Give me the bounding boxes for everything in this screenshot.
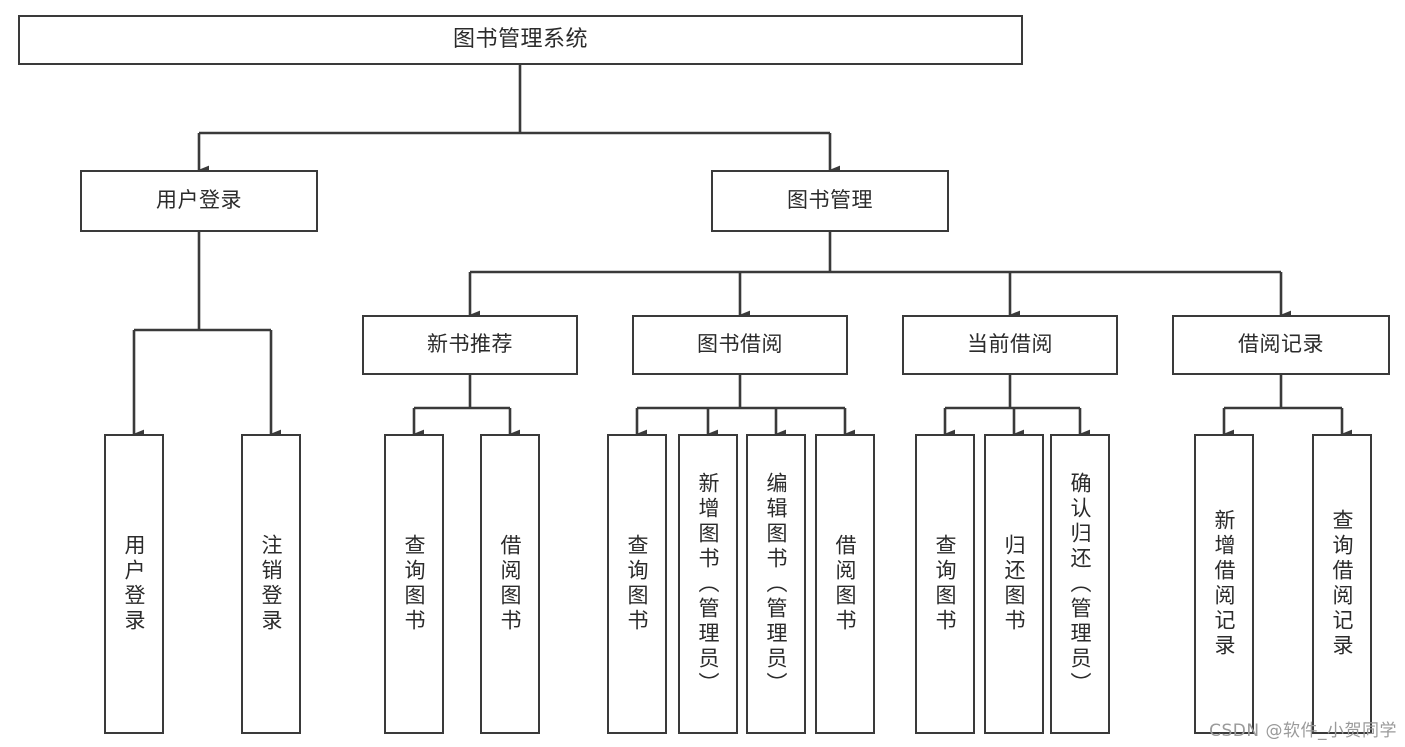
leaf-book-borrow-query[interactable]: 查询图书 [607,434,667,734]
leaf-user-login-login[interactable]: 用户登录 [104,434,164,734]
node-book-borrow[interactable]: 图书借阅 [632,315,848,375]
node-label: 用户登录 [122,534,147,634]
node-label: 借阅记录 [1238,332,1324,357]
leaf-borrow-record-add[interactable]: 新增借阅记录 [1194,434,1254,734]
node-label: 查询借阅记录 [1330,509,1355,659]
node-book-management[interactable]: 图书管理 [711,170,949,232]
node-new-book-recommend[interactable]: 新书推荐 [362,315,578,375]
leaf-current-borrow-query[interactable]: 查询图书 [915,434,975,734]
node-label: 新书推荐 [427,332,513,357]
node-user-login[interactable]: 用户登录 [80,170,318,232]
node-current-borrow[interactable]: 当前借阅 [902,315,1118,375]
node-label: 注销登录 [259,534,284,634]
node-label: 借阅图书 [833,534,858,634]
node-label: 借阅图书 [498,534,523,634]
node-label: 新增借阅记录 [1212,509,1237,659]
node-label: 图书借阅 [697,332,783,357]
leaf-book-borrow-borrow[interactable]: 借阅图书 [815,434,875,734]
node-label: 当前借阅 [967,332,1053,357]
node-label: 图书管理 [787,188,873,213]
leaf-user-login-logout[interactable]: 注销登录 [241,434,301,734]
node-label: 确认归还（管理员） [1068,471,1093,697]
leaf-new-book-borrow[interactable]: 借阅图书 [480,434,540,734]
node-label: 查询图书 [402,534,427,634]
node-label: 图书管理系统 [452,26,588,52]
node-label: 查询图书 [625,534,650,634]
node-label: 新增图书（管理员） [696,471,721,697]
node-label: 查询图书 [933,534,958,634]
node-label: 归还图书 [1002,534,1027,634]
leaf-current-borrow-return[interactable]: 归还图书 [984,434,1044,734]
node-root-system[interactable]: 图书管理系统 [18,15,1023,65]
leaf-borrow-record-query[interactable]: 查询借阅记录 [1312,434,1372,734]
leaf-book-borrow-add[interactable]: 新增图书（管理员） [678,434,738,734]
node-borrow-record[interactable]: 借阅记录 [1172,315,1390,375]
leaf-current-borrow-confirm-return[interactable]: 确认归还（管理员） [1050,434,1110,734]
node-label: 用户登录 [156,188,242,213]
leaf-book-borrow-edit[interactable]: 编辑图书（管理员） [746,434,806,734]
node-label: 编辑图书（管理员） [764,471,789,697]
leaf-new-book-query[interactable]: 查询图书 [384,434,444,734]
